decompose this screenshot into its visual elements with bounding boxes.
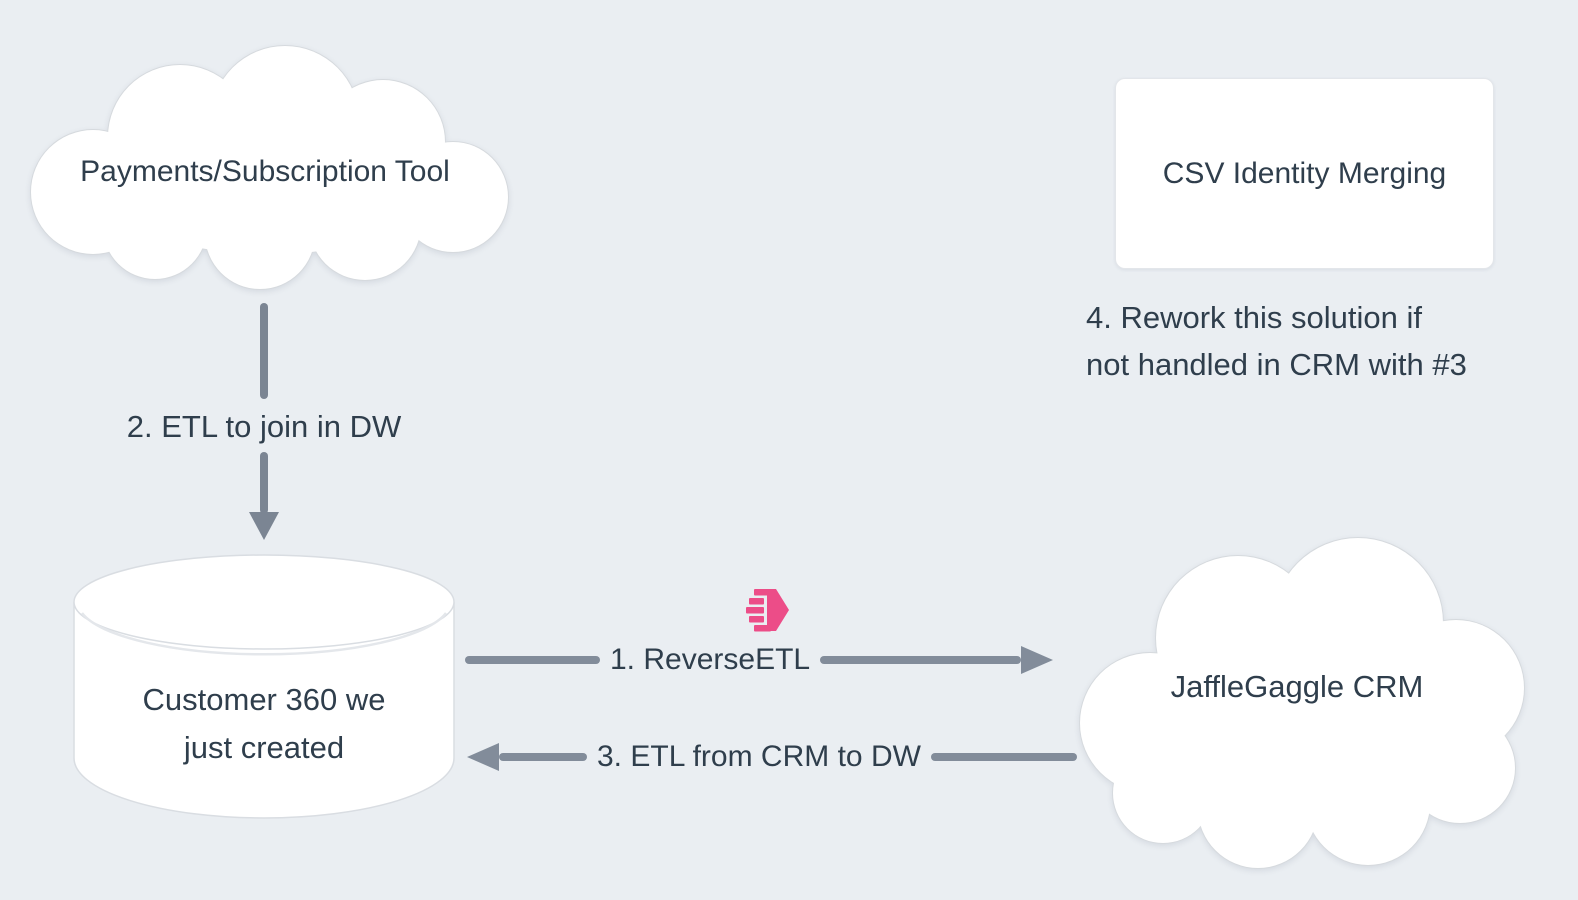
hightouch-logo-icon xyxy=(746,589,789,632)
crm-cloud-label: JaffleGaggle CRM xyxy=(1170,669,1424,704)
crm-cloud-shape xyxy=(1079,537,1525,869)
arrow-head-down xyxy=(249,512,279,540)
etl-from-crm-arrow-line-right xyxy=(930,753,1077,761)
reverse-etl-arrow-line-right xyxy=(820,656,1021,664)
reverse-etl-arrow: 1. ReverseETL xyxy=(465,644,1053,676)
payments-cloud-label: Payments/Subscription Tool xyxy=(80,155,450,188)
payments-cloud-shape xyxy=(30,45,509,290)
csv-merging-label: CSV Identity Merging xyxy=(1162,156,1447,190)
arrow-head-left xyxy=(467,743,499,771)
reverse-etl-arrow-line-left xyxy=(465,656,600,664)
etl-from-crm-arrow: 3. ETL from CRM to DW xyxy=(467,741,1077,773)
customer360-label: Customer 360 we just created xyxy=(142,682,386,765)
etl-to-dw-arrow-label: 2. ETL to join in DW xyxy=(126,409,402,444)
etl-to-dw-arrow-line-top xyxy=(260,303,268,399)
rework-note: 4. Rework this solution if not handled i… xyxy=(1086,300,1467,382)
csv-merging-card: CSV Identity Merging xyxy=(1115,78,1494,269)
customer360-cylinder-shape xyxy=(73,554,455,819)
arrow-head-right xyxy=(1021,646,1053,674)
etl-from-crm-arrow-label: 3. ETL from CRM to DW xyxy=(597,740,921,773)
reverse-etl-arrow-label: 1. ReverseETL xyxy=(610,643,811,676)
etl-from-crm-arrow-line-left xyxy=(499,753,587,761)
etl-to-dw-arrow-line-bottom xyxy=(260,452,268,514)
